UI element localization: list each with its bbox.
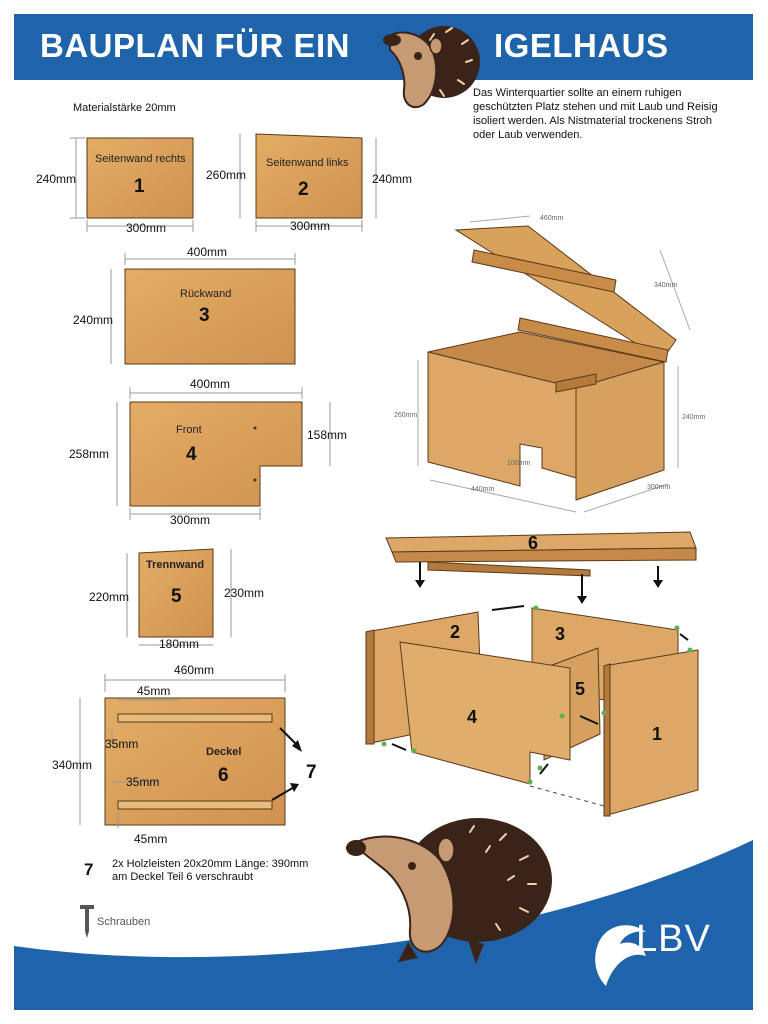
assembly-number-2: 2 <box>450 622 461 642</box>
box-lid-depth-dim: 340mm <box>654 282 678 289</box>
part-4-number: 4 <box>186 444 197 465</box>
assembly-number-6: 6 <box>528 533 539 553</box>
part-4-right-dim: 158mm <box>307 428 348 442</box>
box-lid-width-dim: 460mm <box>540 215 564 222</box>
part-3-top-dim: 400mm <box>187 245 228 259</box>
part-2-bottom-dim: 300mm <box>290 219 331 233</box>
part-5-name: Trennwand <box>146 559 205 571</box>
box-opening-dim: 100mm <box>507 460 531 467</box>
header-bar <box>14 14 753 80</box>
part-6-left-dim: 340mm <box>52 758 93 772</box>
screws-legend-label: Schrauben <box>97 916 151 928</box>
part-2-panel <box>239 133 377 232</box>
hedgehog-bottom-icon <box>346 818 552 964</box>
footnote-line-2: am Deckel Teil 6 verschraubt <box>112 871 254 883</box>
part-3-number: 3 <box>199 305 210 326</box>
part-6-top-dim: 460mm <box>174 663 215 677</box>
footnote-number: 7 <box>84 860 94 879</box>
assembly-number-4: 4 <box>467 707 478 727</box>
part-6-dim-45-bottom: 45mm <box>134 832 168 846</box>
part-2-number: 2 <box>298 179 309 200</box>
assembly-number-1: 1 <box>652 724 663 744</box>
footer-wave <box>14 840 753 1010</box>
lbv-logo-icon <box>595 925 646 986</box>
box-left-height-dim: 260mm <box>394 412 418 419</box>
part-3-name: Rückwand <box>180 288 232 300</box>
material-thickness-label: Materialstärke 20mm <box>73 102 176 114</box>
part-2-right-dim: 240mm <box>372 172 413 186</box>
part-4-top-dim: 400mm <box>190 377 231 391</box>
intro-text: Das Winterquartier sollte an einem ruhig… <box>473 87 718 141</box>
part-4-name: Front <box>176 424 202 436</box>
footnote-text: 2x Holzleisten 20x20mm Länge: 390mm am D… <box>112 858 308 884</box>
assembly-drawing <box>365 531 699 817</box>
part-6-panel <box>79 674 302 828</box>
part-4-bottom-dim: 300mm <box>170 513 211 527</box>
part-1-bottom-dim: 300mm <box>126 221 167 235</box>
part-3-panel <box>110 253 296 365</box>
assembly-number-5: 5 <box>575 679 586 699</box>
screw-icon <box>80 905 94 938</box>
part-6-name: Deckel <box>206 746 242 758</box>
part-6-dim-35-bottom: 35mm <box>126 775 160 789</box>
assembly-number-3: 3 <box>555 624 566 644</box>
part-1-number: 1 <box>134 176 145 197</box>
part-5-left-dim: 220mm <box>89 590 130 604</box>
part-4-panel <box>116 387 331 520</box>
box-right-height-dim: 240mm <box>682 414 706 421</box>
part-5-bottom-dim: 180mm <box>159 637 200 651</box>
part-4-left-dim: 258mm <box>69 447 110 461</box>
part-1-left-dim: 240mm <box>36 172 77 186</box>
box-3d-drawing <box>417 215 691 513</box>
lbv-logo-text: LBV <box>636 918 711 960</box>
part-6-dim-45-top: 45mm <box>137 684 171 698</box>
title-left: BAUPLAN FÜR EIN <box>40 27 350 64</box>
part-2-name: Seitenwand links <box>266 157 349 169</box>
part-3-left-dim: 240mm <box>73 313 114 327</box>
part-5-right-dim: 230mm <box>224 586 265 600</box>
part-2-left-dim: 260mm <box>206 168 247 182</box>
part-7-callout: 7 <box>306 762 317 783</box>
box-front-width-dim: 440mm <box>471 486 495 493</box>
part-6-number: 6 <box>218 765 229 786</box>
box-side-depth-dim: 300mm <box>647 484 671 491</box>
part-6-dim-35-top: 35mm <box>105 737 139 751</box>
hedgehog-top-icon <box>383 26 480 109</box>
part-5-panel <box>126 548 232 646</box>
footnote-line-1: 2x Holzleisten 20x20mm Länge: 390mm <box>112 858 309 870</box>
part-1-name: Seitenwand rechts <box>95 153 186 165</box>
part-5-number: 5 <box>171 586 182 607</box>
title-right: IGELHAUS <box>494 27 669 64</box>
part-1-panel <box>70 137 194 232</box>
